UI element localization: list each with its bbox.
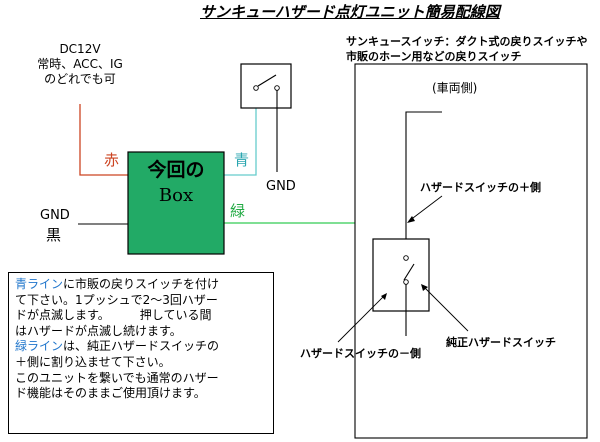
unit-box-line1: 今回の (147, 159, 205, 181)
note-line: このユニットを繋いでも通常のハザー (15, 370, 219, 385)
switch-note: サンキュースイッチ：ダクト式の戻りスイッチや 市販のホーン用などの戻りスイッチ (346, 34, 587, 64)
oem-hazard-switch (372, 238, 430, 312)
black-wire-label: 黒 (46, 226, 62, 244)
power-source-line: のどれでも可 (44, 72, 116, 86)
hazard-minus-label: ハザードスイッチの－側 (300, 347, 421, 360)
note-line: ドが点滅します。 押している間 (15, 308, 212, 323)
oem-switch-arrowhead (421, 284, 428, 291)
hazard-minus-arrow (337, 295, 385, 343)
unit-box-label: 今回の Box (128, 159, 224, 207)
vehicle-side-label: (車両側) (432, 81, 478, 95)
hazard-minus-arrowhead (381, 293, 387, 300)
oem-switch-lever (403, 263, 415, 281)
note-line: て下さい。1プッシュで2～3回ハザー (15, 292, 218, 307)
oem-switch-contact-top (403, 255, 409, 261)
power-source-label: DC12V 常時、ACC、IG のどれでも可 (28, 42, 132, 87)
unit-box (127, 151, 225, 255)
switch-note-line: 市販のホーン用などの戻りスイッチ (346, 50, 522, 63)
note-line: 青ラインに市販の戻りスイッチを付け (15, 277, 267, 293)
note-green-line-highlight: 緑ライン (15, 339, 64, 354)
diagram-title: サンキューハザード点灯ユニット簡易配線図 (200, 3, 500, 21)
note-text: に市販の戻りスイッチを付け (63, 277, 220, 291)
return-switch-contact-right (274, 85, 280, 91)
note-line: はハザードが点滅し続けます。 (15, 323, 182, 338)
switch-note-line: サンキュースイッチ：ダクト式の戻りスイッチや (346, 35, 588, 48)
red-wire (79, 104, 128, 176)
power-source-line: 常時、ACC、IG (37, 57, 123, 71)
power-source-line: DC12V (59, 42, 101, 56)
note-line: 緑ラインは、純正ハザードスイッチの (15, 339, 267, 355)
hazard-plus-arrow (408, 195, 443, 222)
blue-wire (223, 88, 257, 176)
oem-switch-contact-bottom (403, 279, 409, 285)
unit-box-line2: Box (158, 184, 194, 206)
note-line: ＋側に割り込ませて下さい。 (15, 354, 171, 369)
return-switch-lever (257, 74, 277, 87)
return-switch (240, 63, 292, 109)
note-text: は、純正ハザードスイッチの (63, 339, 220, 354)
vehicle-wire (405, 111, 442, 256)
oem-switch-label: 純正ハザードスイッチ (446, 336, 556, 349)
oem-switch-arrow (423, 286, 469, 332)
return-switch-contact-left (253, 85, 259, 91)
gnd-top-label: GND (266, 179, 296, 194)
gnd-left-label: GND (40, 208, 70, 223)
blue-wire-label: 青 (234, 151, 250, 169)
green-wire-label: 緑 (230, 202, 246, 220)
note-line: ド機能はそのままご使用頂けます。 (15, 386, 206, 401)
note-blue-line-highlight: 青ライン (15, 277, 64, 291)
hazard-plus-label: ハザードスイッチの＋側 (420, 181, 541, 194)
hazard-plus-arrowhead (407, 216, 415, 223)
instruction-note: 青ラインに市販の戻りスイッチを付け て下さい。1プッシュで2～3回ハザー ドが点… (8, 272, 274, 434)
red-wire-label: 赤 (104, 151, 120, 169)
